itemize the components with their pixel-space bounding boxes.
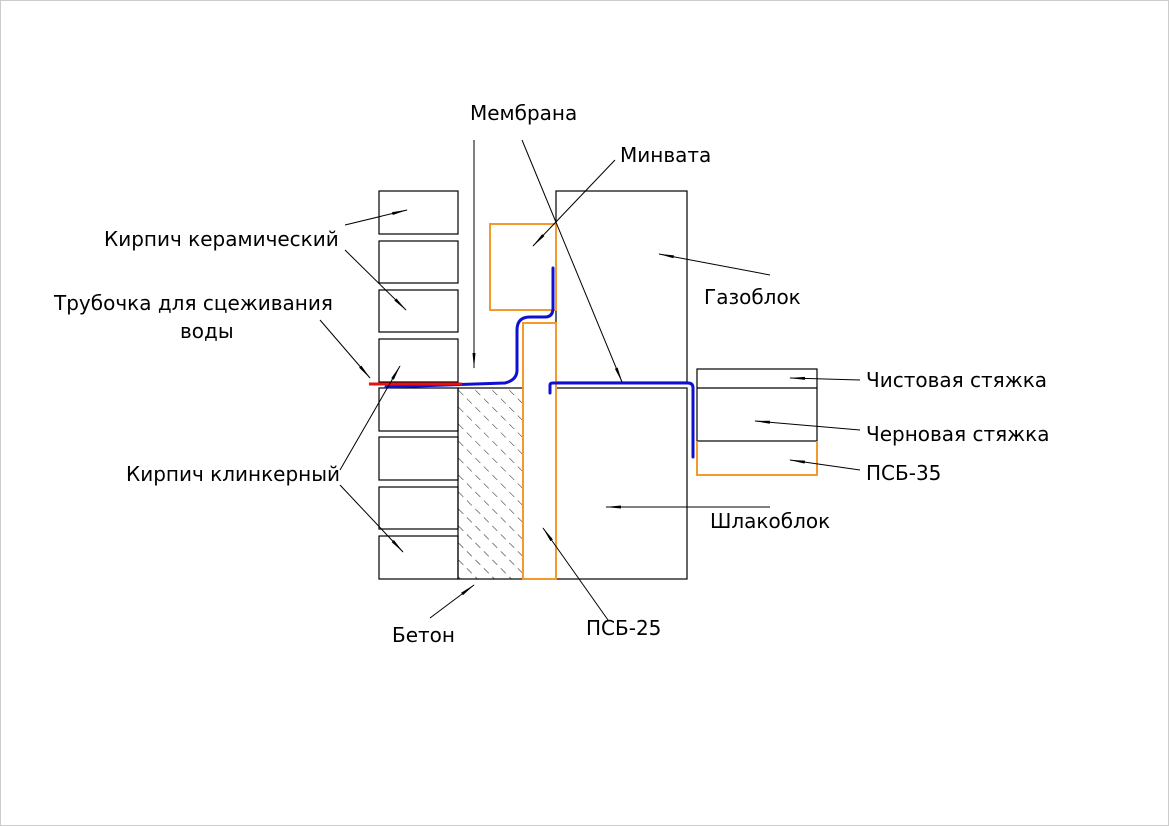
label-concrete: Бетон — [392, 623, 455, 647]
leader-lines — [319, 139, 861, 621]
psb25-insulation — [522, 322, 557, 580]
concrete-section — [457, 387, 524, 580]
label-slag-block: Шлакоблок — [710, 509, 830, 533]
membrane-floor — [548, 381, 695, 459]
mineral-wool — [489, 223, 557, 311]
membrane-outer — [384, 266, 555, 389]
slag-block — [555, 387, 688, 580]
label-psb35: ПСБ-35 — [866, 461, 941, 485]
clinker-bricks — [378, 387, 459, 580]
label-clinker-brick: Кирпич клинкерный — [126, 462, 340, 486]
label-psb25: ПСБ-25 — [586, 616, 661, 640]
label-mineral-wool: Минвата — [620, 143, 711, 167]
label-drain-tube: Трубочка для сцеживания — [53, 291, 333, 315]
label-drain-tube-2: воды — [180, 319, 234, 343]
label-rough-screed: Черновая стяжка — [866, 422, 1050, 446]
ceramic-bricks — [378, 190, 459, 383]
aerated-block — [555, 190, 688, 383]
label-ceramic-brick: Кирпич керамический — [104, 227, 339, 251]
label-aerated-block: Газоблок — [704, 285, 801, 309]
label-finish-screed: Чистовая стяжка — [866, 368, 1047, 392]
label-membrane: Мембрана — [470, 101, 577, 125]
floor-layers — [696, 368, 818, 476]
